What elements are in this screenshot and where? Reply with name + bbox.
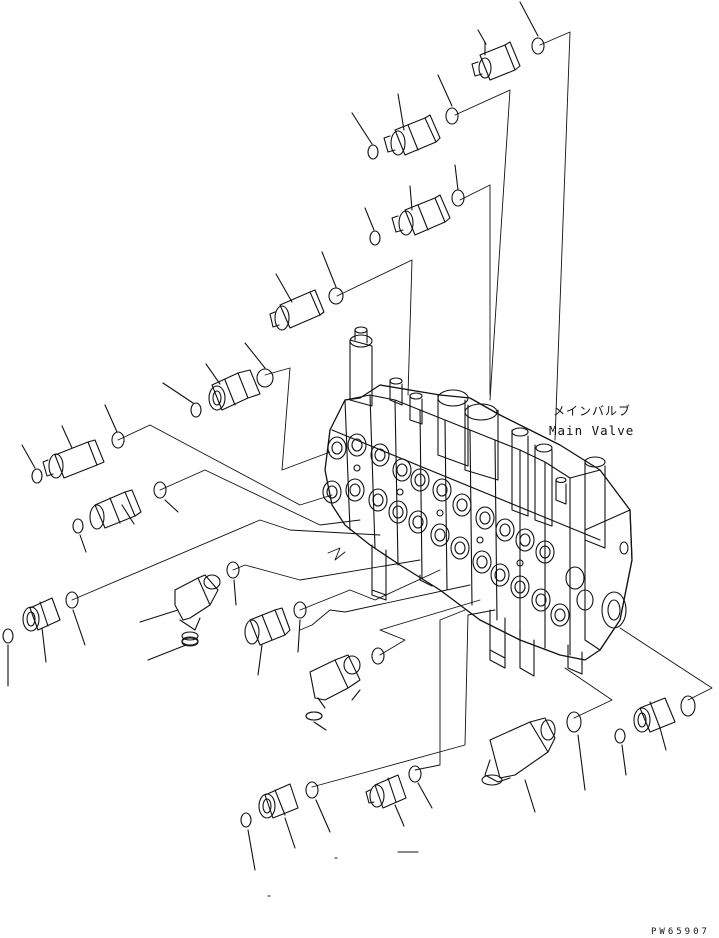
fitting-mid-1: [269, 273, 325, 331]
fitting-bottom-1: [258, 783, 299, 849]
bottom-marks: [267, 851, 419, 897]
fitting-mid-2: [205, 363, 261, 411]
fitting-left-3: [22, 597, 61, 663]
elbow-fitting-2: [305, 654, 361, 721]
spool-ends: [371, 544, 583, 677]
plug-row: [353, 464, 524, 567]
relief-valves: [349, 326, 606, 549]
fitting-top-1: [471, 29, 521, 81]
port-row-middle: [322, 478, 570, 627]
main-valve-label-en: Main Valve: [549, 423, 635, 438]
elbow-fitting-3: [481, 717, 556, 813]
main-valve-label-jp: メインバルブ: [553, 404, 632, 418]
drawing-code: PW65907: [651, 927, 710, 937]
port-row-upper: [327, 433, 555, 564]
orings: [2, 1, 696, 871]
fitting-left-1: [42, 425, 105, 479]
fitting-top-3: [391, 185, 451, 236]
fitting-bottom-2: [365, 774, 407, 827]
leader-lines: [71, 31, 713, 788]
fitting-right-1: [633, 697, 676, 751]
main-valve-body: [322, 326, 633, 677]
fitting-top-2: [383, 93, 441, 156]
fitting-left-2: [89, 489, 142, 530]
fitting-center-1: [244, 607, 291, 676]
elbow-fitting-1: [139, 574, 221, 641]
